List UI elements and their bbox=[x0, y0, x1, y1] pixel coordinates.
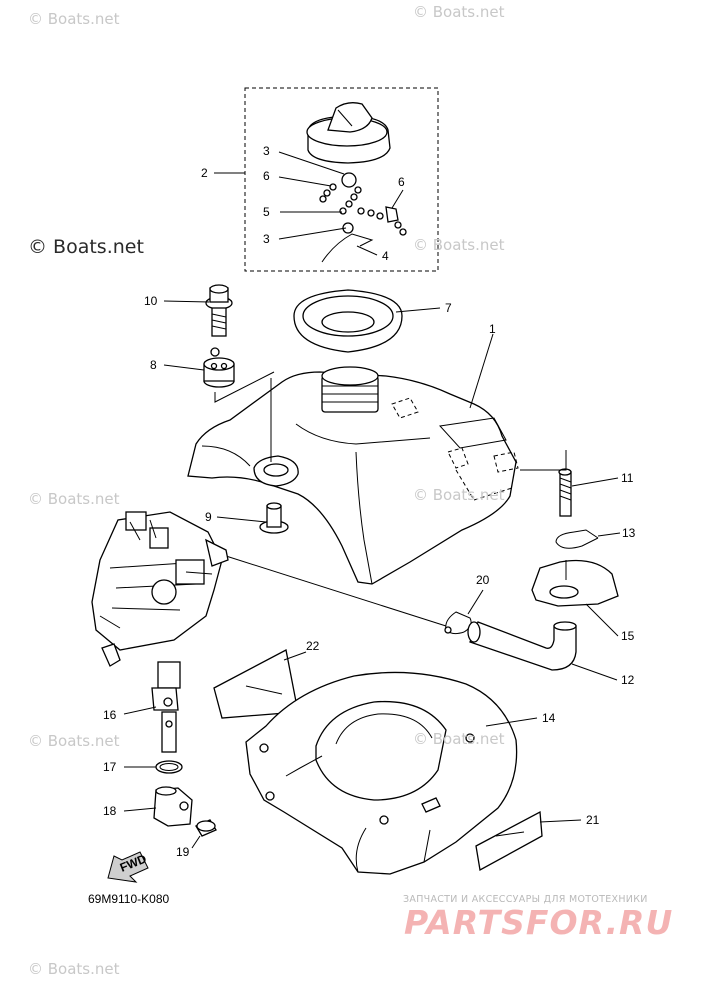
spring-clip[interactable] bbox=[555, 529, 599, 549]
callout-21: 21 bbox=[586, 813, 600, 827]
callout-15: 15 bbox=[621, 629, 635, 643]
callout-13: 13 bbox=[622, 526, 636, 540]
callout-1: 1 bbox=[489, 322, 496, 336]
callout-9: 9 bbox=[205, 510, 212, 524]
joint[interactable] bbox=[153, 786, 193, 827]
callout-3a: 3 bbox=[263, 144, 270, 158]
watermark: © Boats.net bbox=[28, 10, 120, 28]
o-ring[interactable] bbox=[155, 760, 183, 774]
callout-8: 8 bbox=[150, 358, 157, 372]
watermark: © Boats.net bbox=[413, 730, 505, 748]
damper-plate[interactable] bbox=[531, 559, 619, 607]
leader-lines bbox=[123, 151, 621, 849]
callout-6b: 6 bbox=[398, 175, 405, 189]
label-21[interactable] bbox=[475, 810, 543, 872]
callout-20: 20 bbox=[476, 573, 490, 587]
callout-18: 18 bbox=[103, 804, 117, 818]
watermark: © Boats.net bbox=[28, 490, 120, 508]
control-link[interactable] bbox=[151, 661, 181, 753]
callout-4: 4 bbox=[382, 249, 389, 263]
carburetor bbox=[91, 511, 229, 667]
bolt[interactable] bbox=[205, 284, 233, 337]
pin[interactable] bbox=[558, 468, 572, 517]
diagram-code: 69M9110-K080 bbox=[88, 892, 170, 906]
cap-assembly-box bbox=[244, 87, 439, 272]
callout-19: 19 bbox=[176, 845, 190, 859]
watermark: © Boats.net bbox=[28, 960, 120, 978]
tank-housing[interactable] bbox=[245, 671, 518, 875]
watermark: © Boats.net bbox=[28, 236, 144, 258]
callout-6a: 6 bbox=[263, 169, 270, 183]
callout-10: 10 bbox=[144, 294, 158, 308]
callout-7: 7 bbox=[445, 301, 452, 315]
promo-tagline: ЗАПЧАСТИ И АКСЕССУАРЫ ДЛЯ МОТОТЕХНИКИ bbox=[403, 894, 648, 905]
callout-16: 16 bbox=[103, 708, 117, 722]
callout-11: 11 bbox=[621, 471, 634, 485]
callout-17: 17 bbox=[103, 760, 117, 774]
fuel-hose[interactable] bbox=[467, 621, 577, 671]
cap-chain bbox=[319, 172, 407, 263]
callout-22: 22 bbox=[306, 639, 320, 653]
fuel-cap[interactable] bbox=[306, 102, 391, 164]
callout-14: 14 bbox=[542, 711, 556, 725]
watermark: © Boats.net bbox=[28, 732, 120, 750]
fwd-arrow: FWD bbox=[107, 851, 149, 883]
watermark: © Boats.net bbox=[413, 486, 505, 504]
watermark: © Boats.net bbox=[413, 3, 505, 21]
callout-12: 12 bbox=[621, 673, 635, 687]
watermark: © Boats.net bbox=[413, 236, 505, 254]
promo-brand-logo[interactable]: PARTSFOR.RU bbox=[404, 903, 674, 942]
callout-5: 5 bbox=[263, 205, 270, 219]
collar[interactable] bbox=[259, 502, 289, 534]
callout-3b: 3 bbox=[263, 232, 270, 246]
screw[interactable] bbox=[195, 819, 217, 837]
grommet[interactable] bbox=[203, 347, 235, 388]
hose-clip[interactable] bbox=[444, 611, 472, 635]
filler-ring[interactable] bbox=[293, 289, 403, 353]
fuel-tank[interactable] bbox=[187, 366, 519, 585]
callout-2: 2 bbox=[201, 166, 208, 180]
callouts: 2 3 6 5 3 4 6 10 7 1 8 11 9 13 20 15 22 … bbox=[103, 144, 636, 859]
